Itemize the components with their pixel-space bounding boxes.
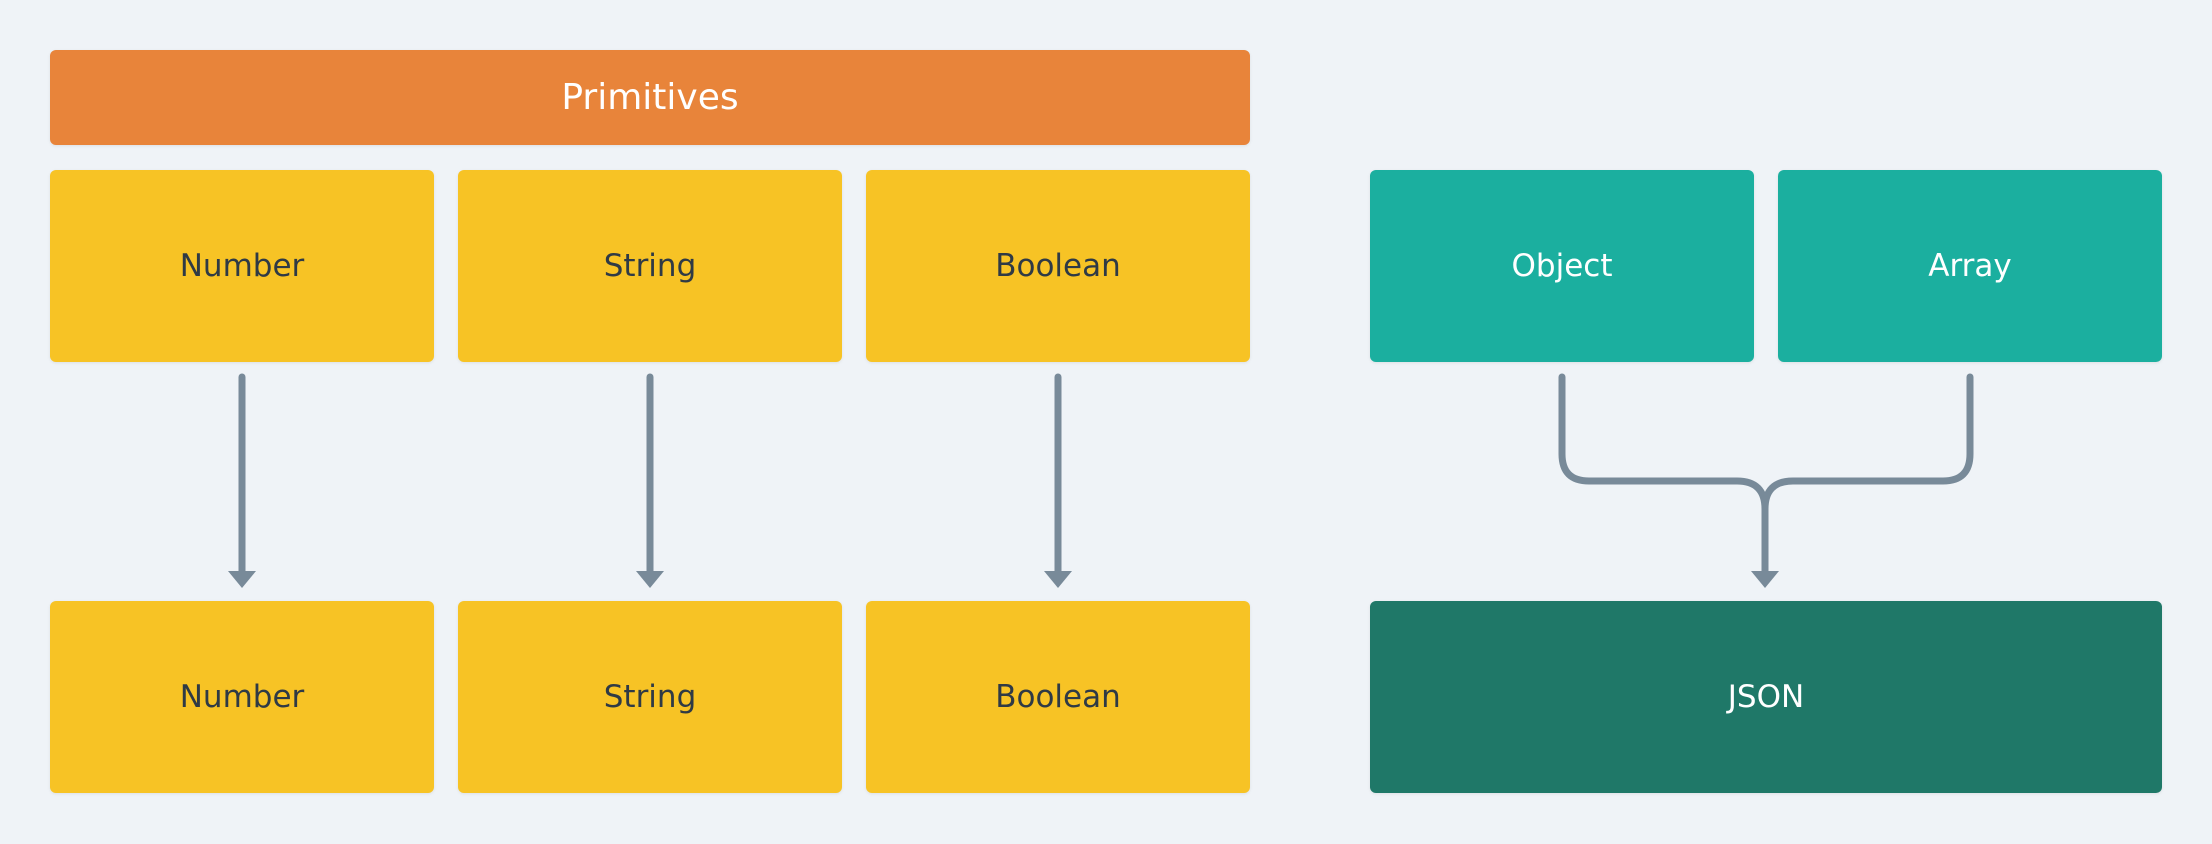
primitives-header: Primitives [50, 50, 1250, 145]
string-source-box: String [458, 170, 842, 362]
string-target-box: String [458, 601, 842, 793]
object-box: Object [1370, 170, 1754, 362]
boolean-target-box: Boolean [866, 601, 1250, 793]
json-box: JSON [1370, 601, 2162, 793]
number-arrowhead-icon [228, 571, 256, 588]
boolean-source-box: Boolean [866, 170, 1250, 362]
array-merge-line [1761, 373, 1974, 513]
number-target-box: Number [50, 601, 434, 793]
string-target-label: String [603, 679, 697, 715]
number-source-box: Number [50, 170, 434, 362]
array-box: Array [1778, 170, 2162, 362]
primitives-header-label: Primitives [561, 77, 739, 118]
boolean-source-label: Boolean [995, 248, 1121, 284]
boolean-target-label: Boolean [995, 679, 1121, 715]
json-arrowhead-icon [1751, 571, 1779, 588]
number-source-label: Number [179, 248, 305, 284]
string-arrowhead-icon [636, 571, 664, 588]
string-source-label: String [603, 248, 697, 284]
json-label: JSON [1727, 679, 1805, 715]
object-merge-line [1558, 373, 1769, 578]
array-label: Array [1928, 248, 2012, 284]
object-label: Object [1511, 248, 1613, 284]
boolean-arrowhead-icon [1044, 571, 1072, 588]
number-target-label: Number [179, 679, 305, 715]
